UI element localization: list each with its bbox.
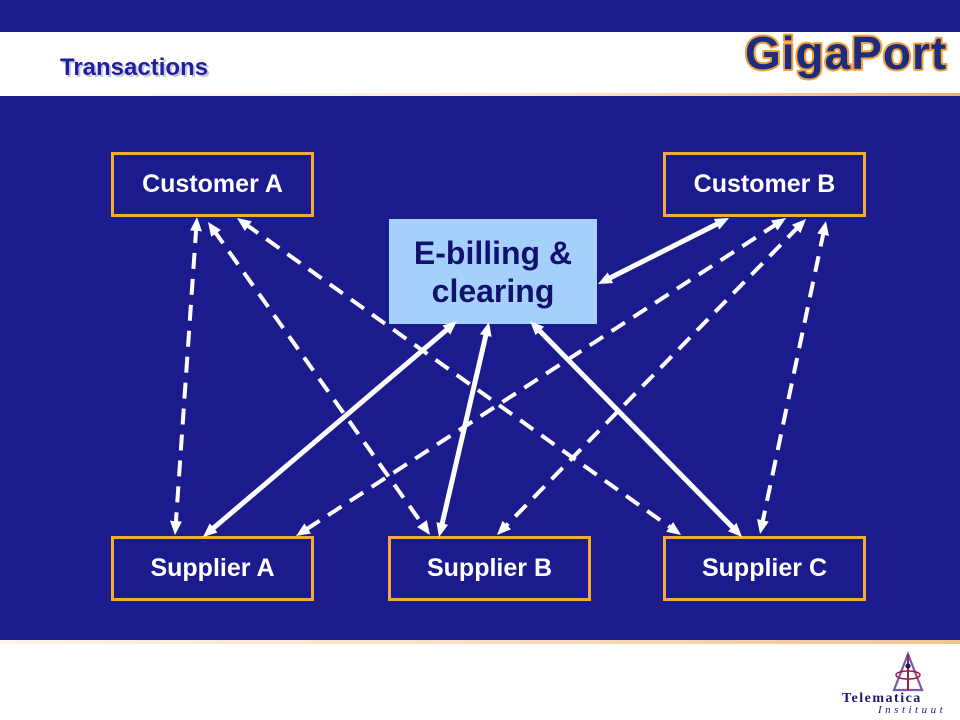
customer-a-label: Customer A	[142, 170, 283, 198]
header-divider	[0, 93, 960, 96]
supplier-c-box: Supplier C	[663, 536, 866, 601]
solid-arrow-e-billing-clearing-to-supplier-b	[436, 321, 492, 538]
telematica-emblem-icon	[892, 650, 924, 692]
gigaport-logo: GigaPort	[743, 25, 948, 81]
customer-b-label: Customer B	[693, 170, 836, 198]
solid-arrow-e-billing-clearing-to-customer-b	[597, 218, 730, 284]
footer-divider	[0, 640, 960, 644]
telematica-logo-name: Telematica	[842, 691, 922, 706]
supplier-b-label: Supplier B	[426, 554, 552, 582]
supplier-a-box: Supplier A	[111, 536, 314, 601]
e-billing-clearing-box: E-billing & clearing	[389, 219, 597, 324]
header-band	[0, 32, 960, 93]
customer-a-box: Customer A	[111, 152, 314, 217]
gigaport-logo-text: GigaPort	[745, 27, 947, 79]
solid-arrow-e-billing-clearing-to-supplier-c	[529, 320, 743, 538]
e-billing-clearing-label-line2: clearing	[431, 272, 555, 309]
dashed-arrow-customer-b-to-supplier-c	[757, 221, 829, 534]
top-band	[0, 0, 960, 32]
telematica-logo-tagline: Instituut	[877, 704, 946, 716]
telematica-instituut-logo: Telematica Instituut	[842, 650, 946, 716]
supplier-a-label: Supplier A	[150, 554, 275, 582]
customer-b-box: Customer B	[663, 152, 866, 217]
dashed-arrow-customer-a-to-supplier-a	[169, 217, 203, 535]
slide-title: Transactions	[60, 54, 209, 81]
supplier-b-box: Supplier B	[388, 536, 591, 601]
e-billing-clearing-label-line1: E-billing &	[413, 234, 573, 271]
supplier-c-label: Supplier C	[701, 554, 827, 582]
solid-arrow-e-billing-clearing-to-supplier-a	[202, 321, 458, 537]
